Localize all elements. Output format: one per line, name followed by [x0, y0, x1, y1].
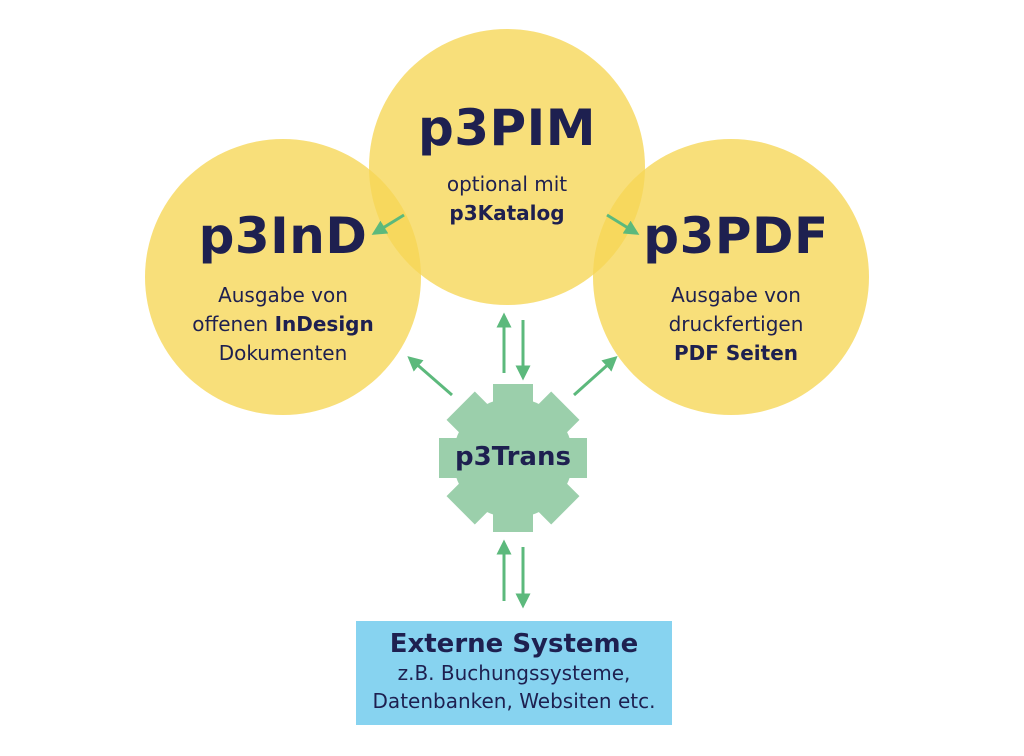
- external-systems-box: Externe Systeme z.B. Buchungssysteme, Da…: [356, 621, 672, 725]
- p3pdf-line2: druckfertigen: [668, 312, 804, 336]
- p3pdf-title: p3PDF: [643, 207, 829, 265]
- p3ind-line1: Ausgabe von: [218, 283, 348, 307]
- p3pim-line1: optional mit: [446, 172, 568, 196]
- external-systems-title: Externe Systeme: [389, 629, 639, 659]
- p3pdf-circle: [593, 139, 869, 415]
- p3ind-line2-a: offenen: [192, 312, 275, 336]
- p3pim-circle: [369, 29, 645, 305]
- arrow-trans-to-pdf: [572, 355, 618, 397]
- p3trans-title: p3Trans: [455, 442, 571, 472]
- p3ind-line2-b: InDesign: [274, 312, 374, 336]
- p3pdf-line1: Ausgabe von: [671, 283, 801, 307]
- p3trans-gear: [439, 384, 587, 532]
- p3pim-label: p3PIM optional mit p3Katalog: [407, 100, 607, 228]
- arrow-pim-to-pdf: [606, 213, 640, 235]
- p3ind-line3: Dokumenten: [218, 341, 348, 365]
- p3pim-desc: optional mit p3Katalog: [407, 170, 607, 228]
- arrow-trans-to-ind: [407, 356, 453, 397]
- p3pdf-label: p3PDF Ausgabe von druckfertigen PDF Seit…: [636, 208, 836, 368]
- arrow-pim-to-ind: [371, 213, 405, 235]
- external-systems-line1: z.B. Buchungssysteme,: [397, 661, 631, 685]
- p3ind-desc: Ausgabe von offenen InDesign Dokumenten: [183, 281, 383, 368]
- p3ind-title: p3InD: [198, 207, 368, 265]
- p3pim-line2: p3Katalog: [449, 201, 565, 225]
- p3ind-label: p3InD Ausgabe von offenen InDesign Dokum…: [183, 208, 383, 368]
- p3pim-title: p3PIM: [417, 99, 597, 157]
- p3pdf-line3: PDF Seiten: [673, 341, 799, 365]
- p3pdf-desc: Ausgabe von druckfertigen PDF Seiten: [636, 281, 836, 368]
- external-systems-line2: Datenbanken, Websiten etc.: [372, 689, 656, 713]
- p3ind-circle: [145, 139, 421, 415]
